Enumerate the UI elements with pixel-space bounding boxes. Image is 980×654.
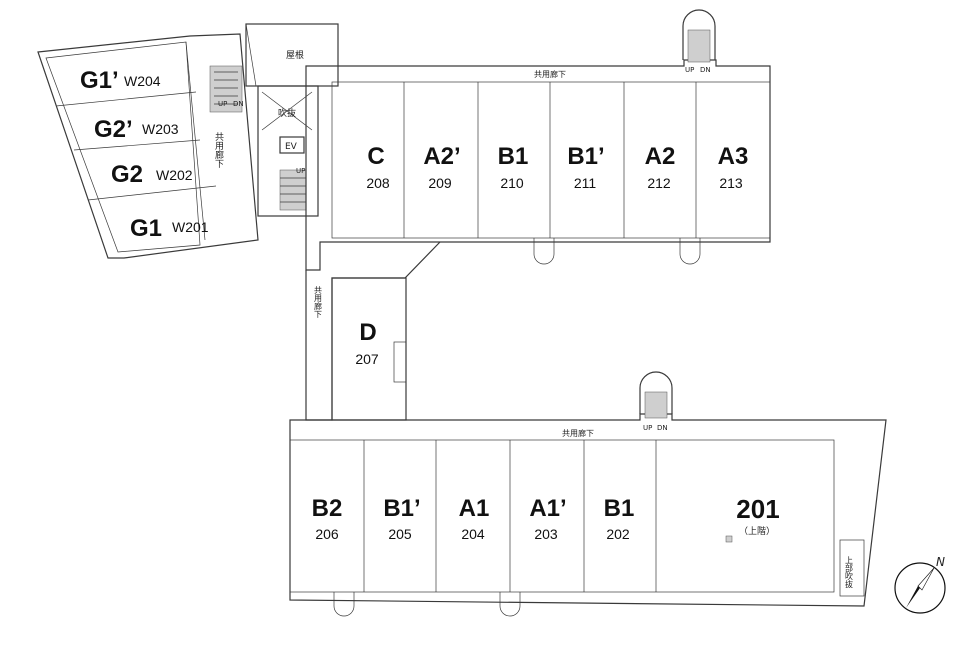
unit-type-206: B2 xyxy=(312,495,343,522)
unit-type-213: A3 xyxy=(718,143,749,170)
unit-type-212: A2 xyxy=(645,143,676,170)
north-stair-up: UP xyxy=(685,66,694,74)
unit-number-207: 207 xyxy=(355,351,379,367)
north-stair-dn: DN xyxy=(700,66,711,74)
south-void-label: 上部吹抜 xyxy=(845,556,854,589)
unit-number-204: 204 xyxy=(461,526,485,542)
south-corridor-label: 共用廊下 xyxy=(562,428,594,438)
unit-number-203: 203 xyxy=(534,526,558,542)
north-wing xyxy=(305,9,771,271)
unit-type-w204: G1’ xyxy=(80,67,119,94)
south-stair-up: UP xyxy=(643,424,652,432)
west-stair-dn: DN xyxy=(233,100,244,108)
unit-number-w204: W204 xyxy=(124,73,161,89)
west-wing xyxy=(37,33,259,259)
unit-type-203: A1’ xyxy=(529,495,566,522)
middle-corridor-label: 共用廊下 xyxy=(314,286,323,319)
unit-number-201: 201 xyxy=(736,494,779,524)
unit-type-w201: G1 xyxy=(130,215,162,242)
central-core xyxy=(245,23,339,217)
roof-label: 屋根 xyxy=(286,49,304,61)
unit-number-205: 205 xyxy=(388,526,412,542)
unit-number-w202: W202 xyxy=(156,167,193,183)
unit-type-208: C xyxy=(367,143,384,170)
south-wing xyxy=(289,371,887,617)
unit-type-207: D xyxy=(359,319,376,346)
unit-number-208: 208 xyxy=(366,175,390,191)
unit-number-210: 210 xyxy=(500,175,524,191)
unit-number-212: 212 xyxy=(647,175,671,191)
unit-number-213: 213 xyxy=(719,175,743,191)
compass-north-label: N xyxy=(936,555,945,569)
unit-type-205: B1’ xyxy=(383,495,420,522)
unit-number-w201: W201 xyxy=(172,219,209,235)
unit-type-211: B1’ xyxy=(567,143,604,170)
compass xyxy=(894,562,946,614)
unit-type-w203: G2’ xyxy=(94,116,133,143)
core-stair-up: UP xyxy=(296,167,305,175)
unit-number-209: 209 xyxy=(428,175,452,191)
void-label: 吹抜 xyxy=(278,107,296,119)
unit-type-210: B1 xyxy=(498,143,529,170)
unit-type-w202: G2 xyxy=(111,161,143,188)
unit-201-note: （上階） xyxy=(739,526,775,537)
unit-type-204: A1 xyxy=(459,495,490,522)
unit-number-202: 202 xyxy=(606,526,630,542)
unit-number-w203: W203 xyxy=(142,121,179,137)
unit-number-206: 206 xyxy=(315,526,339,542)
unit-type-209: A2’ xyxy=(423,143,460,170)
unit-type-202: B1 xyxy=(604,495,635,522)
south-stair-dn: DN xyxy=(657,424,668,432)
ev-label: EV xyxy=(285,142,298,152)
unit-number-211: 211 xyxy=(574,175,597,191)
west-corridor-label: 共用廊下 xyxy=(213,132,224,169)
west-stair-up: UP xyxy=(218,100,227,108)
north-corridor-label: 共用廊下 xyxy=(534,69,566,79)
